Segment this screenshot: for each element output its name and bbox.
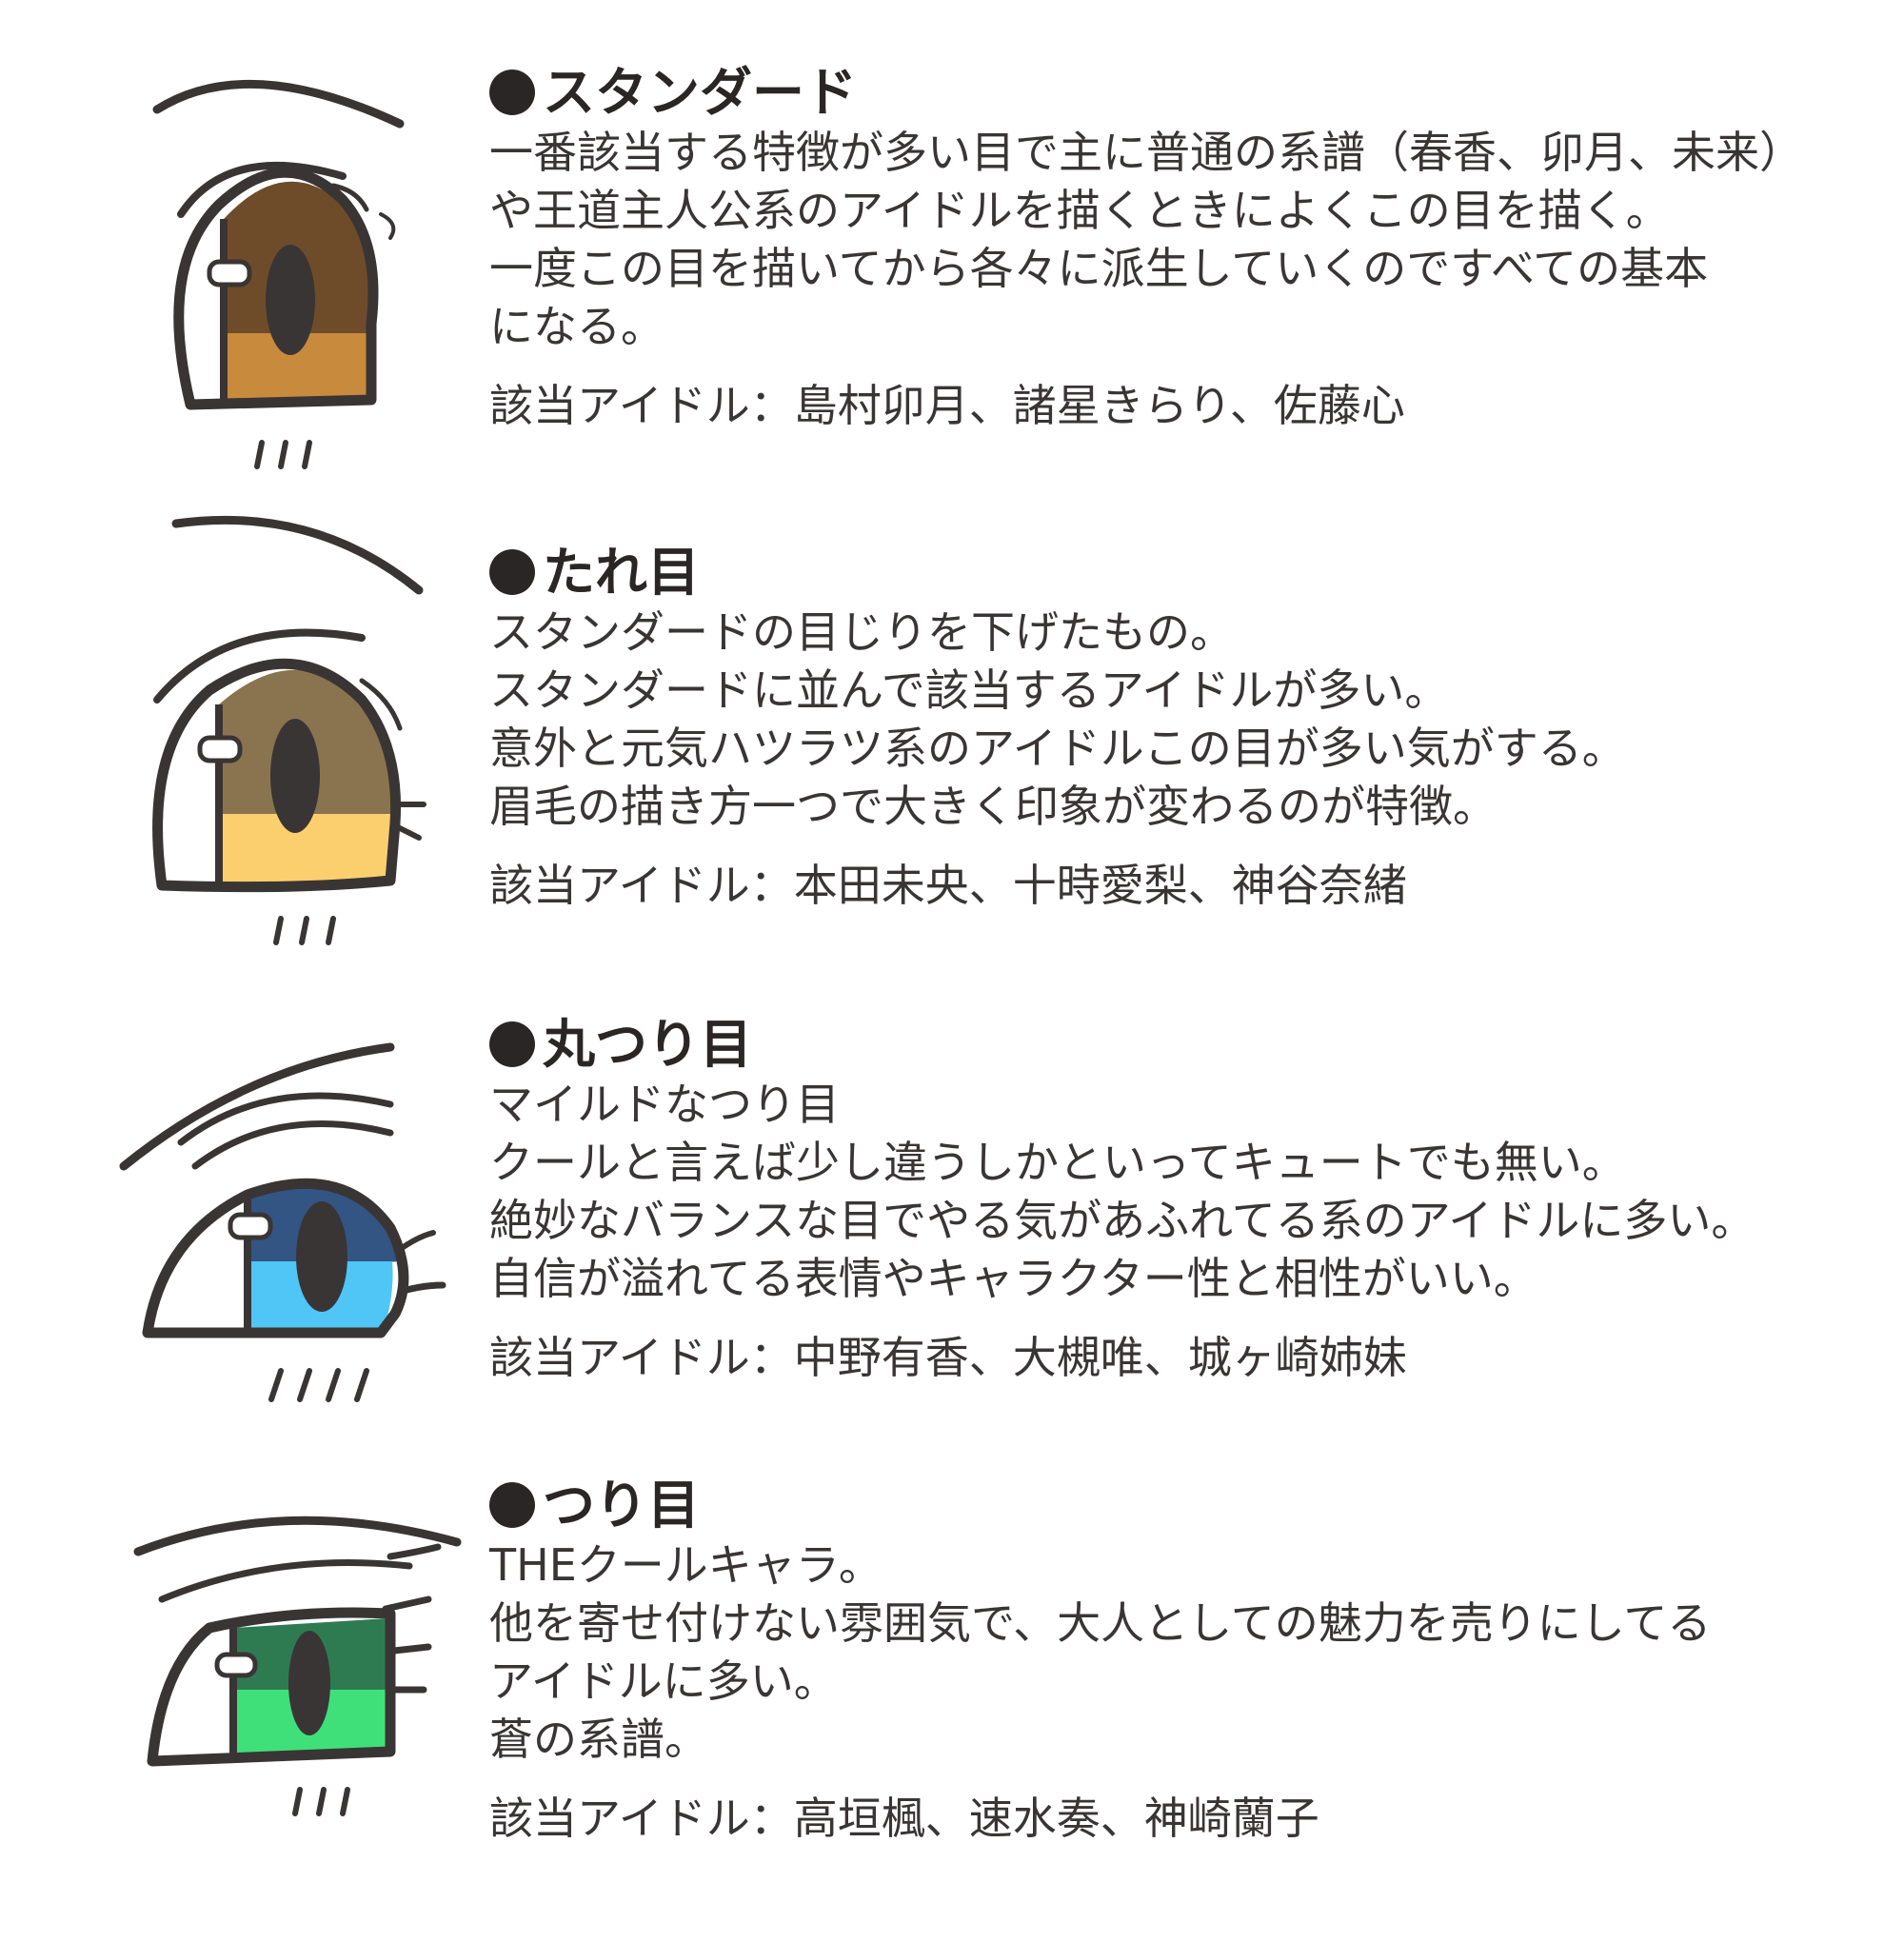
bullet-icon: [489, 69, 535, 115]
standard-desc-line: になる。: [489, 301, 664, 352]
tsurime-title-text: つり目: [543, 1475, 701, 1536]
tsurime-desc-line: 他を寄せ付けない雰囲気で、大人としての魅力を売りにしてる: [489, 1597, 1712, 1649]
tareme-desc-line: 意外と元気ハツラツ系のアイドルこの目が多い気がする。: [489, 723, 1626, 774]
tsurime-idols: 該当アイドル：高垣楓、速水奏、神崎蘭子: [489, 1793, 1319, 1844]
tareme-desc-line: スタンダードの目じりを下げたもの。: [489, 606, 1234, 658]
tsurime-text: つり目 THEクールキャラ。 他を寄せ付けない雰囲気で、大人としての魅力を売りに…: [489, 1474, 1879, 1848]
bullet-icon: [489, 1021, 535, 1067]
maru-tsurime-desc-line: マイルドなつり目: [489, 1079, 840, 1130]
standard-eye-illustration: [105, 38, 476, 486]
maru-tsurime-title: 丸つり目: [489, 1013, 1879, 1076]
bullet-icon: [489, 1482, 535, 1528]
tareme-desc-line: スタンダードに並んで該当するアイドルが多い。: [489, 664, 1449, 716]
standard-title: スタンダード: [489, 61, 1879, 124]
maru-tsurime-desc-line: クールと言えば少し違うしかといってキュートでも無い。: [489, 1137, 1626, 1188]
standard-title-text: スタンダード: [543, 62, 858, 123]
tsurime-desc-line: 蒼の系譜。: [489, 1714, 708, 1765]
maru-tsurime-desc-line: 絶妙なバランスな目でやる気があふれてる系のアイドルに多い。: [489, 1195, 1755, 1246]
tsurime-desc-line: アイドルに多い。: [489, 1655, 838, 1707]
tsurime-eye-illustration: [105, 1495, 476, 1942]
standard-desc-line: 一番該当する特徴が多い目で主に普通の系譜（春香、卯月、未来）: [489, 127, 1803, 178]
maru-tsurime-idols: 該当アイドル：中野有香、大槻唯、城ヶ崎姉妹: [489, 1332, 1407, 1383]
tareme-title-text: たれ目: [543, 542, 701, 603]
tsurime-title: つり目: [489, 1474, 1879, 1536]
maru-tsurime-eye-illustration: [105, 1028, 476, 1476]
standard-desc-line: 一度この目を描いてから各々に派生していくのですべての基本: [489, 243, 1709, 294]
standard-idols: 該当アイドル：島村卯月、諸星きらり、佐藤心: [489, 380, 1405, 431]
tareme-title: たれ目: [489, 541, 1879, 604]
tsurime-desc-line: THEクールキャラ。: [489, 1539, 883, 1591]
tareme-eye-illustration: [105, 509, 476, 957]
tareme-idols: 該当アイドル：本田未央、十時愛梨、神谷奈緒: [489, 860, 1407, 911]
tareme-desc-line: 眉毛の描き方一つで大きく印象が変わるのが特徴。: [489, 781, 1497, 832]
standard-iris-bottom: [224, 333, 371, 400]
tareme-iris-bottom: [219, 814, 390, 885]
bullet-icon: [489, 549, 535, 595]
standard-desc-line: や王道主人公系のアイドルを描くときによくこの目を描く。: [489, 185, 1670, 236]
maru-tsurime-text: 丸つり目 マイルドなつり目 クールと言えば少し違うしかといってキュートでも無い。…: [489, 1013, 1879, 1387]
standard-text: スタンダード 一番該当する特徴が多い目で主に普通の系譜（春香、卯月、未来） や王…: [489, 61, 1879, 435]
maru-tsurime-title-text: 丸つり目: [543, 1014, 753, 1075]
maru-tsurime-desc-line: 自信が溢れてる表情やキャラクター性と相性がいい。: [489, 1253, 1537, 1304]
tareme-text: たれ目 スタンダードの目じりを下げたもの。 スタンダードに並んで該当するアイドル…: [489, 541, 1879, 915]
